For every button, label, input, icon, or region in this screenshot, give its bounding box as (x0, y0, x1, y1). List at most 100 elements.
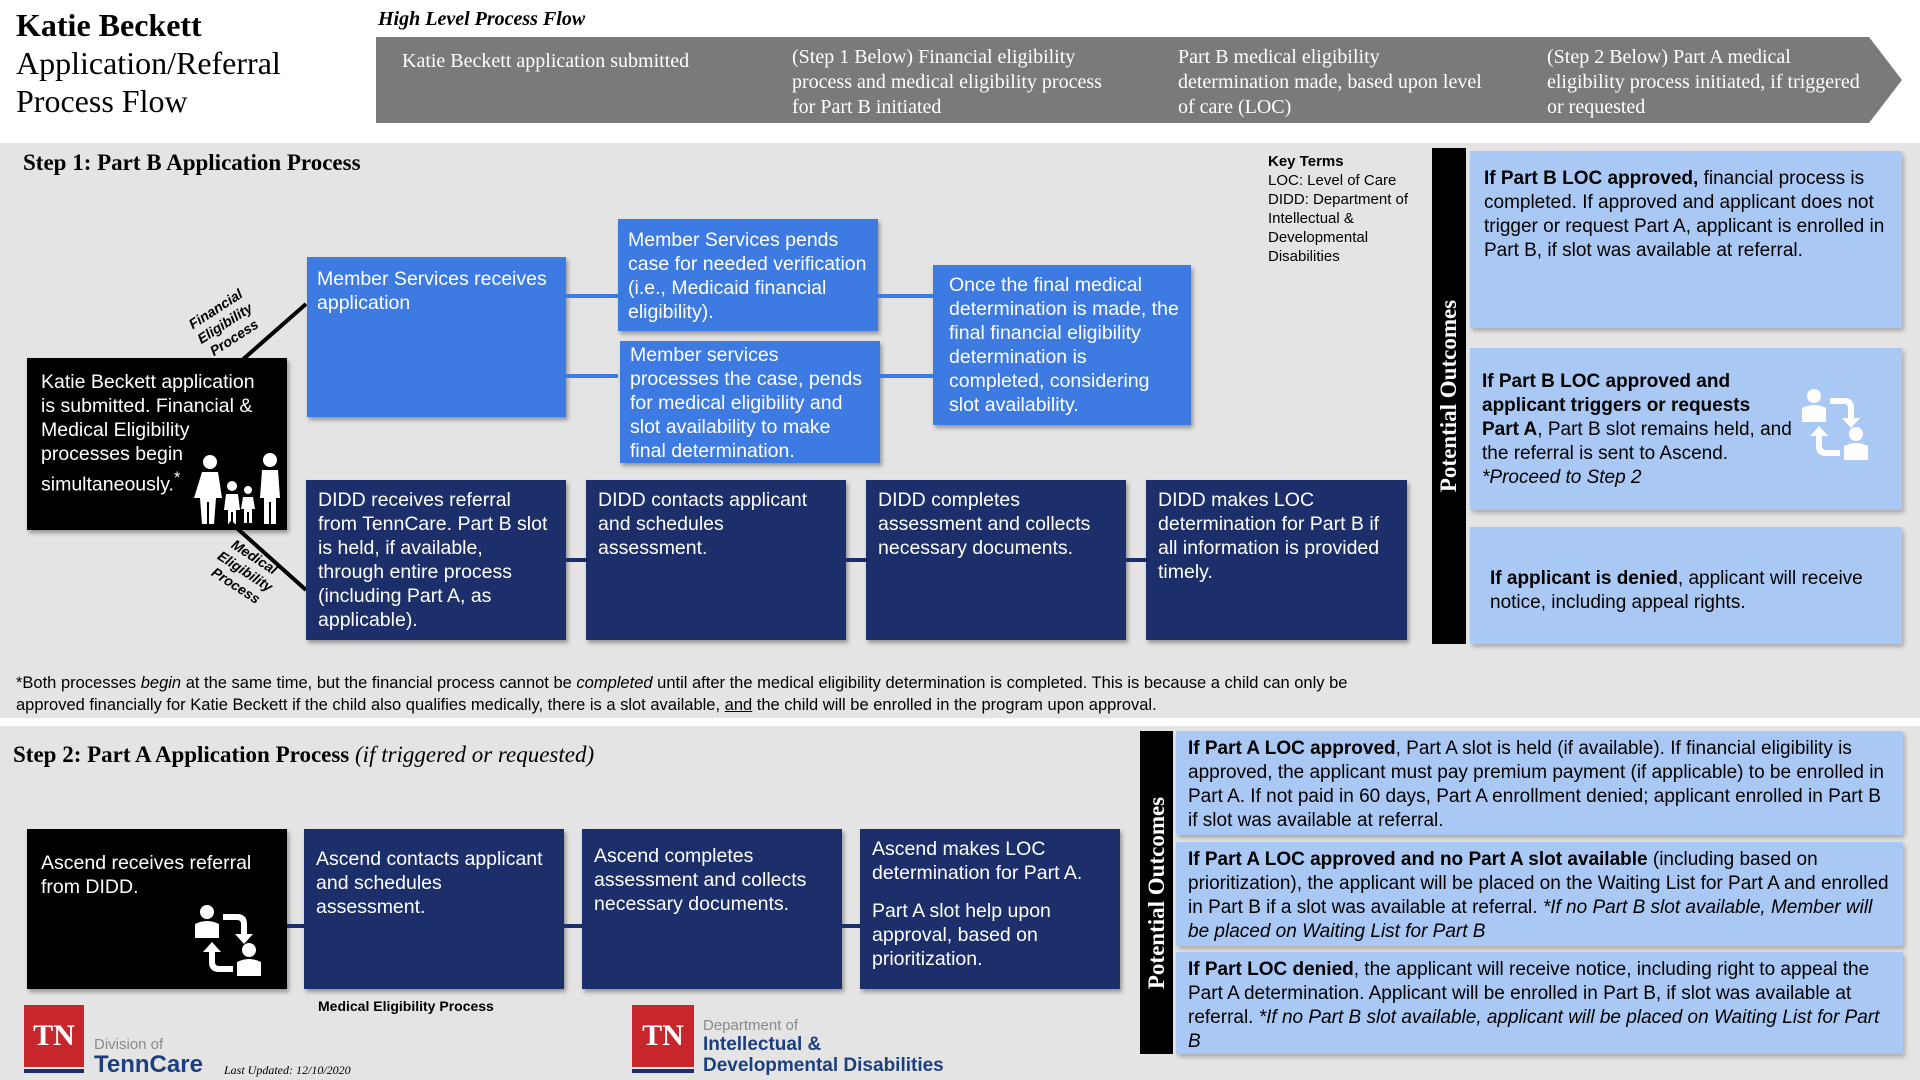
key-term-loc: LOC: Level of Care (1268, 172, 1397, 189)
member-services-receives-box: Member Services receives application (307, 257, 566, 417)
referral-transfer-icon (1802, 389, 1868, 460)
connector-medical-2 (846, 558, 866, 562)
step2-outcome3-bold: If Part LOC denied (1188, 959, 1354, 980)
didd-logo-mark: TN (632, 1005, 694, 1077)
step1-outcome-denied: If applicant is denied, applicant will r… (1470, 527, 1902, 644)
footnote-completed: completed (576, 674, 653, 692)
step2-outcome2-text: (including based on prioritization), the… (1188, 849, 1889, 918)
step2-outcome3-text: , the applicant will receive notice, inc… (1188, 959, 1870, 1028)
key-term-didd: DIDD: Department of Intellectual & Devel… (1268, 191, 1409, 265)
didd-logo-line2-text: Intellectual & (703, 1034, 822, 1055)
step2-title: Step 2: Part A Application Process (if t… (13, 742, 594, 768)
step1-outcomes-bar: Potential Outcomes (1432, 148, 1466, 644)
flow-step-2-text: (Step 1 Below) Financial eligibility pro… (792, 46, 1102, 118)
high-level-flow-label: High Level Process Flow (378, 8, 586, 30)
ascend-makes-loc-box: Ascend makes LOC determination for Part … (860, 829, 1120, 989)
step1-title: Step 1: Part B Application Process (23, 150, 361, 175)
family-icon (194, 453, 280, 524)
main-title: Katie Beckett Application/Referral Proce… (16, 6, 376, 120)
flow-step-3-text: Part B medical eligibility determination… (1178, 46, 1482, 118)
footnote-part-d: the child will be enrolled in the progra… (752, 696, 1157, 714)
flow-step-1-text: Katie Beckett application submitted (402, 50, 690, 72)
flow-step-3: Part B medical eligibility determination… (1120, 37, 1530, 123)
step2-outcome1-text: , Part A slot is held (if available). If… (1188, 738, 1884, 831)
footnote-begin: begin (140, 674, 182, 692)
step1-outcomes-label: Potential Outcomes (1436, 299, 1461, 493)
main-title-line2: Application/Referral (16, 45, 281, 81)
step1-outcome2-text: , Part B slot remains held, and the refe… (1482, 419, 1792, 464)
tenncare-logo-tn: TN (24, 1005, 84, 1067)
tenncare-logo-line1: Division of (94, 1036, 164, 1053)
connector-step2-3 (842, 924, 860, 928)
key-terms-title: Key Terms (1268, 153, 1344, 170)
last-updated: Last Updated: 12/10/2020 (224, 1063, 351, 1077)
didd-logo-line3-text: Developmental Disabilities (703, 1055, 944, 1076)
connector-step2-2 (564, 924, 582, 928)
connector-step2-1 (287, 924, 304, 928)
flow-step-1-shape (376, 37, 781, 123)
step2-outcome2-bold: If Part A LOC approved and no Part A slo… (1188, 849, 1648, 870)
final-medical-determination-box: Once the final medical determination is … (933, 265, 1191, 425)
step2-outcome1-bold: If Part A LOC approved (1188, 738, 1396, 759)
step1-outcome-approved: If Part B LOC approved, financial proces… (1470, 151, 1902, 328)
step2-title-text: Step 2: Part A Application Process (13, 742, 350, 767)
footnote-part-c: until after the medical eligibility dete… (16, 674, 1348, 714)
step2-outcomes-bar: Potential Outcomes (1140, 731, 1173, 1054)
step2-outcome-no-slot: If Part A LOC approved and no Part A slo… (1176, 842, 1903, 946)
step2-title-italic: (if triggered or requested) (355, 742, 595, 767)
ascend-slot-text: Part A slot help upon approval, based on… (872, 900, 1051, 970)
member-services-processes-box: Member services processes the case, pend… (620, 341, 880, 463)
connector-financial-4 (880, 374, 933, 378)
footnote-marker: * (173, 469, 181, 487)
flow-step-2-shape (748, 37, 1153, 123)
didd-logo-underline (632, 1069, 694, 1073)
connector-financial-2 (566, 374, 618, 378)
ascend-contacts-box: Ascend contacts applicant and schedules … (304, 829, 564, 989)
footnote-part-b: at the same time, but the financial proc… (181, 674, 577, 692)
step2-outcome-denied: If Part LOC denied, the applicant will r… (1176, 952, 1903, 1054)
didd-makes-loc-box: DIDD makes LOC determination for Part B … (1146, 480, 1407, 640)
step1-outcome3-text: , applicant will receive notice, includi… (1490, 568, 1863, 613)
footnote-and: and (724, 696, 753, 714)
didd-logo-tn: TN (632, 1005, 694, 1067)
flow-step-1: Katie Beckett application submitted (376, 37, 781, 123)
step1-outcome2-bold: If Part B LOC approved and applicant tri… (1482, 371, 1751, 440)
connector-financial-3 (878, 294, 933, 298)
connector-financial-1 (566, 294, 618, 298)
step1-outcome2-italic: *Proceed to Step 2 (1482, 467, 1642, 488)
step1-footnote: *Both processes begin at the same time, … (16, 672, 1416, 716)
main-title-line1: Katie Beckett (16, 7, 202, 43)
connector-medical-1 (566, 558, 586, 562)
step1-outcome1-bold: If Part B LOC approved, (1484, 168, 1699, 189)
didd-receives-referral-box: DIDD receives referral from TennCare. Pa… (306, 480, 566, 640)
step2-outcomes-label: Potential Outcomes (1143, 796, 1169, 989)
step1-outcome1-text: financial process is completed. If appro… (1484, 168, 1885, 261)
step2-medical-label: Medical Eligibility Process (318, 998, 494, 1014)
main-title-line3: Process Flow (16, 83, 188, 119)
ascend-makes-loc-text: Ascend makes LOC determination for Part … (872, 838, 1083, 884)
referral-transfer-icon (195, 905, 261, 976)
connector-medical-3 (1126, 558, 1146, 562)
step1-outcome-triggers-part-a: If Part B LOC approved and applicant tri… (1470, 348, 1902, 510)
didd-completes-assessment-box: DIDD completes assessment and collects n… (866, 480, 1126, 640)
step1-outcome3-bold: If applicant is denied (1490, 568, 1678, 589)
tenncare-logo-line2: TennCare (94, 1051, 203, 1078)
tenncare-logo-underline (24, 1069, 84, 1073)
ascend-completes-box: Ascend completes assessment and collects… (582, 829, 842, 989)
step2-outcome-approved: If Part A LOC approved, Part A slot is h… (1176, 731, 1903, 835)
flow-step-2: (Step 1 Below) Financial eligibility pro… (748, 37, 1153, 123)
step2-outcome3-italic: *If no Part B slot available, applicant … (1188, 1007, 1880, 1052)
step2-outcome2-italic: *If no Part B slot available, Member wil… (1188, 897, 1873, 942)
start-connectors (228, 302, 308, 592)
key-terms: Key Terms LOC: Level of Care DIDD: Depar… (1268, 152, 1438, 266)
flow-step-4-shape (1497, 37, 1902, 123)
application-submitted-text: Katie Beckett application is submitted. … (41, 371, 255, 496)
flow-step-3-shape (1120, 37, 1530, 123)
didd-logo-line2: Intellectual & Developmental Disabilitie… (703, 1034, 944, 1076)
flow-step-4: (Step 2 Below) Part A medical eligibilit… (1497, 37, 1902, 123)
didd-logo-line1: Department of (703, 1017, 799, 1034)
member-services-pends-box: Member Services pends case for needed ve… (618, 219, 878, 331)
flow-step-4-text: (Step 2 Below) Part A medical eligibilit… (1547, 46, 1860, 118)
didd-contacts-applicant-box: DIDD contacts applicant and schedules as… (586, 480, 846, 640)
footnote-part-a: *Both processes (16, 674, 141, 692)
